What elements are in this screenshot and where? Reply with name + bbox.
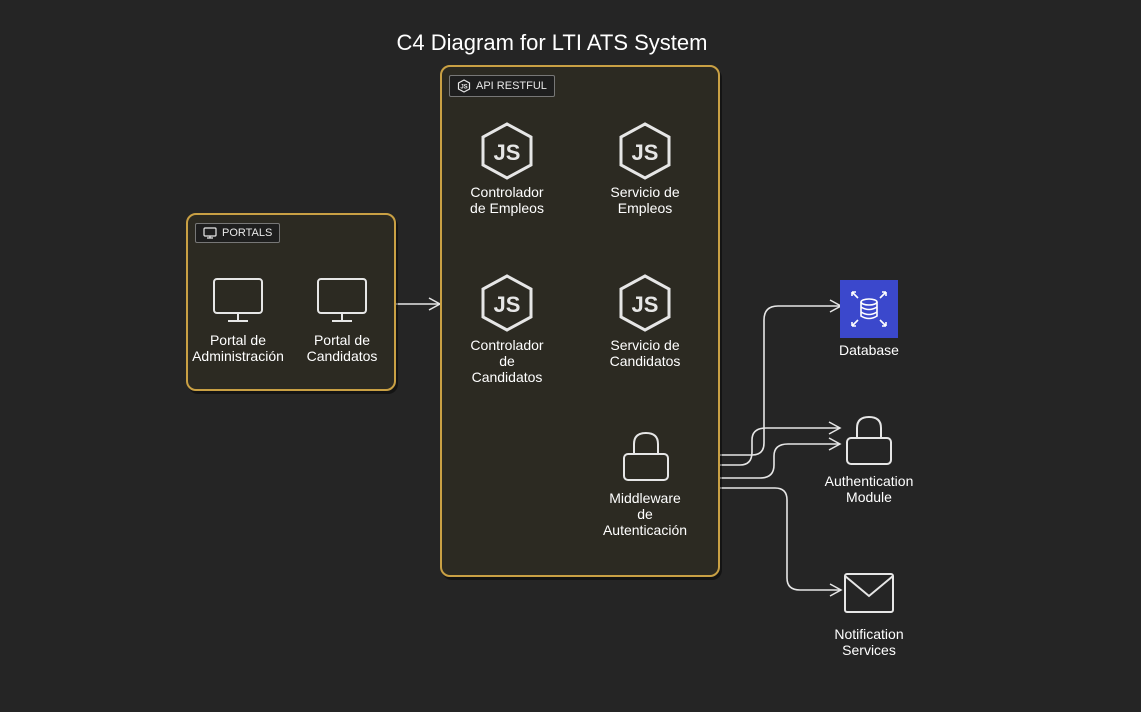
svg-text:JS: JS <box>494 140 521 165</box>
portals-group-tag: PORTALS <box>195 223 281 243</box>
auth-module-label: Authentication Module <box>824 473 914 505</box>
database-label: Database <box>839 342 899 358</box>
employee-service-label: Servicio de Empleos <box>610 184 680 216</box>
api-tag-label: API RESTFUL <box>476 80 547 92</box>
api-restful-group: JS API RESTFUL <box>440 65 720 577</box>
svg-text:JS: JS <box>460 85 467 91</box>
aws-database-icon <box>840 280 898 338</box>
monitor-icon <box>317 278 367 322</box>
nodejs-icon: JS <box>457 79 471 93</box>
lock-icon <box>846 415 892 465</box>
admin-portal-label: Portal de Administración <box>192 332 284 364</box>
arrow-middleware-to-auth-module-1 <box>718 421 842 466</box>
svg-text:JS: JS <box>494 292 521 317</box>
nodejs-icon: JS <box>481 122 533 180</box>
nodejs-icon: JS <box>619 274 671 332</box>
envelope-icon <box>844 573 894 613</box>
employee-controller-label: Controlador de Empleos <box>470 184 544 216</box>
portals-tag-label: PORTALS <box>222 227 273 239</box>
monitor-icon <box>203 227 217 239</box>
svg-text:JS: JS <box>632 292 659 317</box>
notification-label: Notification Services <box>834 626 904 658</box>
portals-group: PORTALS <box>186 213 396 391</box>
lock-icon <box>623 431 669 481</box>
svg-text:JS: JS <box>632 140 659 165</box>
nodejs-icon: JS <box>481 274 533 332</box>
candidate-service-label: Servicio de Candidatos <box>609 337 681 369</box>
diagram-title: C4 Diagram for LTI ATS System <box>396 30 708 55</box>
database-icon <box>851 291 887 327</box>
api-group-tag: JS API RESTFUL <box>449 75 555 97</box>
monitor-icon <box>213 278 263 322</box>
arrow-middleware-to-database <box>675 299 843 456</box>
candidate-controller-label: Controlador de Candidatos <box>470 337 544 385</box>
auth-middleware-label: Middleware de Autenticación <box>602 490 688 538</box>
candidate-portal-label: Portal de Candidatos <box>306 332 378 364</box>
arrow-middleware-to-auth-module-2 <box>718 437 842 479</box>
nodejs-icon: JS <box>619 122 671 180</box>
arrow-middleware-to-notification <box>718 487 843 597</box>
